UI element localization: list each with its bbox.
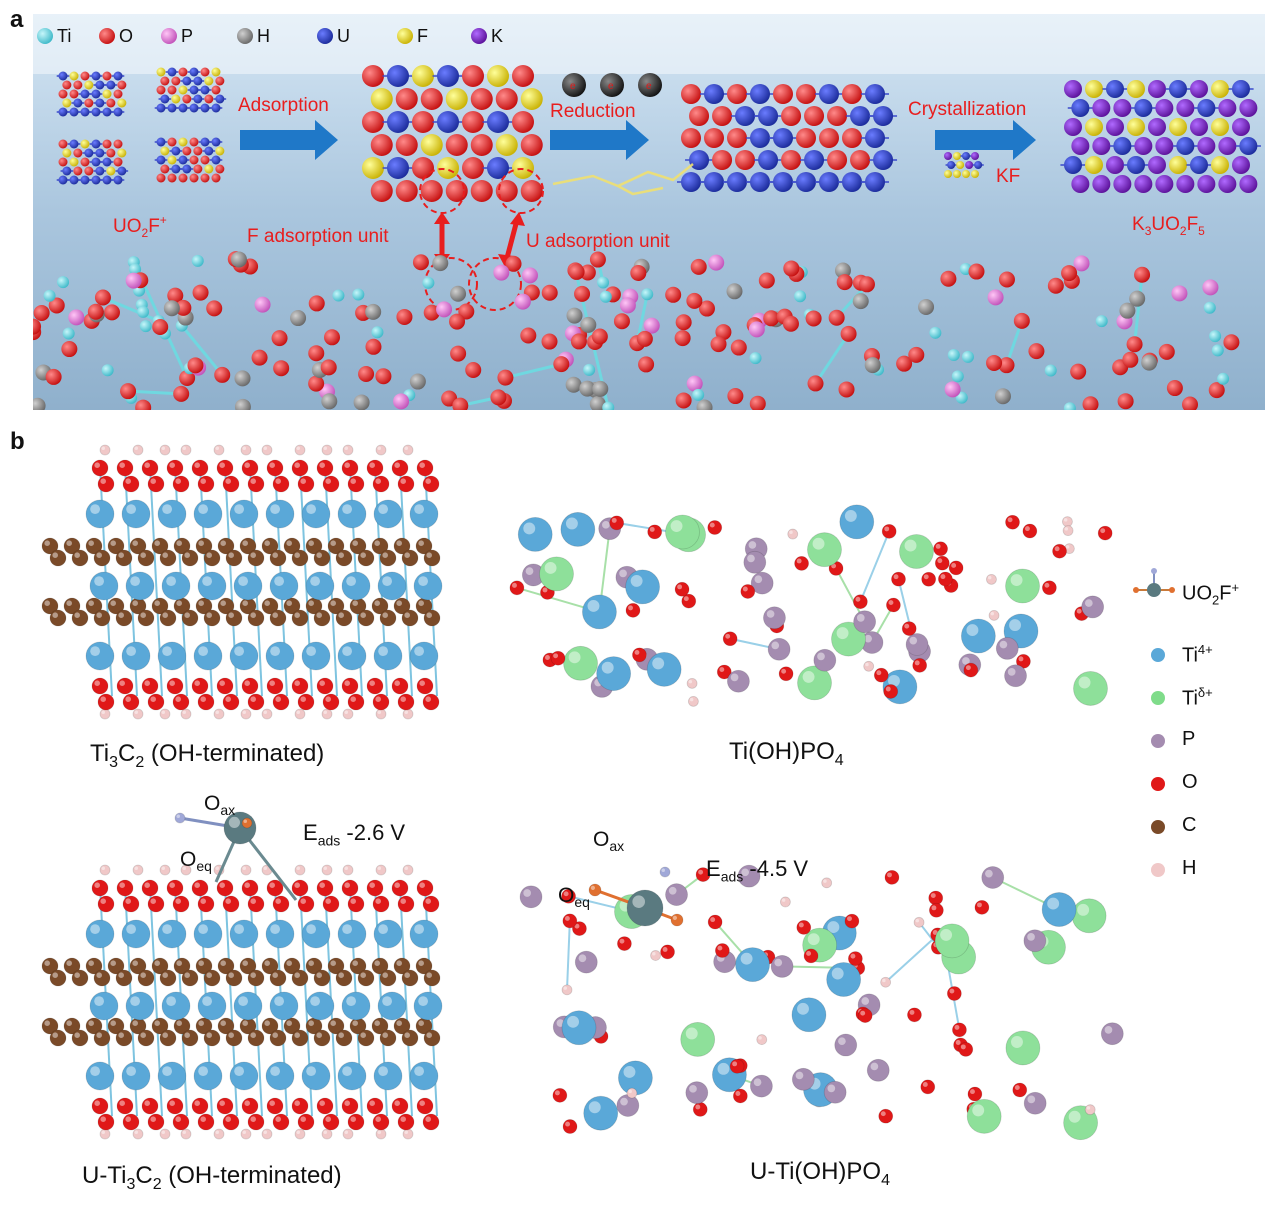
legend-dot (1151, 648, 1165, 662)
caption-tiohpo4: Ti(OH)PO4 (729, 738, 844, 769)
svg-text:e: e (570, 81, 576, 92)
legend-label: P (1182, 728, 1196, 750)
legend-dot-k (471, 28, 487, 44)
uranyl-u-atom-right (626, 889, 664, 927)
legend-label: Ti4+ (1182, 642, 1213, 667)
reactant-label: UO2F+ (113, 213, 167, 240)
legend-dot (1151, 691, 1165, 705)
legend-dot-f (397, 28, 413, 44)
legend-label-ti: Ti (57, 26, 71, 46)
legend-label-p: P (181, 26, 193, 46)
e-ads-label-left: Eads -2.6 V (303, 820, 406, 849)
crystallization-arrow (935, 120, 1036, 160)
step-crystallization: Crystallization (908, 99, 1026, 120)
panel-label-b: b (10, 428, 25, 455)
u-ti3c2-structure (41, 811, 443, 1140)
o-ax-label-right: Oax (593, 828, 625, 855)
svg-text:e: e (646, 81, 652, 92)
caption-u-ti3c2: U-Ti3C2 (OH-terminated) (82, 1162, 342, 1193)
uo2f-cluster-3 (56, 139, 129, 185)
f-adsorption-unit-label: F adsorption unit (247, 226, 389, 247)
uo2f-cluster-1 (56, 71, 127, 117)
svg-text:e: e (608, 81, 614, 92)
legend-label-f: F (417, 26, 428, 46)
uo2f-cluster-2 (154, 67, 227, 113)
legend-dot-p (161, 28, 177, 44)
panel-label-a: a (10, 6, 24, 33)
legend-dot (1151, 820, 1165, 834)
legend-label: C (1182, 814, 1197, 836)
legend-dot (1151, 863, 1165, 877)
u-adsorption-unit-label: U adsorption unit (526, 231, 670, 252)
legend-uo2f: UO2F+ (1182, 580, 1240, 608)
kf-label: KF (996, 166, 1020, 187)
electron-3 (638, 73, 662, 97)
o-eq-label-left: Oeq (180, 848, 212, 875)
product-crystal (1060, 80, 1261, 193)
legend-label: Tiδ+ (1182, 685, 1213, 710)
legend-dot-ti (37, 28, 53, 44)
molecular-clusters (56, 65, 1261, 202)
process-arrows (240, 120, 1036, 160)
step-reduction: Reduction (550, 101, 636, 122)
e-ads-label-right: Eads -4.5 V (706, 856, 809, 885)
panel-a-schematic: Ti O P H U F K Adsorption Reduction Crystalliz… (33, 14, 1265, 410)
legend-dot-h (237, 28, 253, 44)
product-label: K3UO2F5 (1132, 214, 1205, 238)
legend-label-k: K (491, 26, 503, 46)
legend-label-h: H (257, 26, 270, 46)
caption-u-tiohpo4: U-Ti(OH)PO4 (750, 1158, 890, 1189)
reduced-cluster (677, 84, 898, 192)
legend-label-o: O (119, 26, 133, 46)
adsorption-arrow (240, 120, 338, 160)
o-ax-label-left: Oax (204, 792, 236, 819)
electron-2 (600, 73, 624, 97)
tiohpo4-surface-lattice (33, 251, 1240, 410)
adsorbed-cluster (362, 65, 543, 202)
legend-label: H (1182, 857, 1197, 879)
legend-dot (1151, 734, 1165, 748)
kf-cluster (944, 152, 984, 178)
legend-label: O (1182, 771, 1198, 793)
legend-dot-o (99, 28, 115, 44)
tiohpo4-structure (509, 504, 1113, 707)
electron-1 (562, 73, 586, 97)
uo2f-cluster-4 (154, 137, 225, 183)
electrons: e e e (562, 73, 662, 97)
u-tiohpo4-structure (519, 864, 1124, 1141)
uo2f-icon (1133, 568, 1175, 597)
legend-dot-u (317, 28, 333, 44)
reduction-arrow (550, 120, 649, 160)
legend-label-u: U (337, 26, 350, 46)
ti3c2-structure (41, 444, 443, 720)
caption-ti3c2: Ti3C2 (OH-terminated) (90, 740, 325, 771)
legend-dot (1151, 777, 1165, 791)
element-legend: Ti O P H U F K (37, 26, 503, 46)
electron-flow-icon (552, 163, 694, 196)
o-eq-label-right: Oeq (558, 884, 590, 911)
step-adsorption: Adsorption (238, 95, 329, 116)
